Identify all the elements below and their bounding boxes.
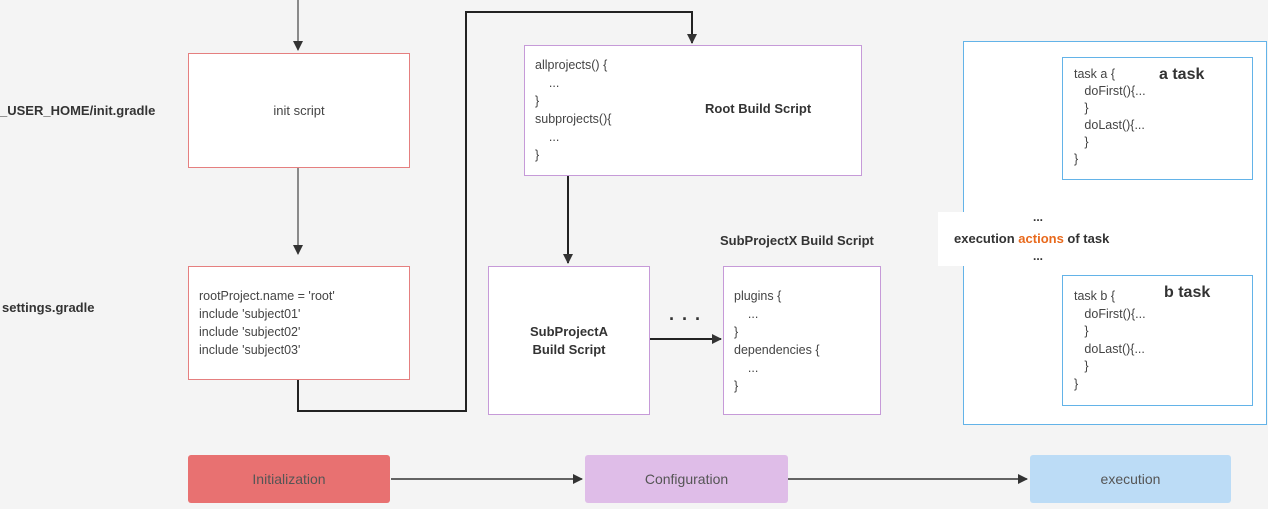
stage-initialization[interactable]: Initialization [188,455,390,503]
subprojectx-build-script-box[interactable]: plugins { ... } dependencies { ... } [723,266,881,415]
init-script-text: init script [273,103,325,118]
stage-execution-label: execution [1100,471,1161,487]
settings-gradle-label: settings.gradle [2,300,95,315]
settings-script-code: rootProject.name = 'root' include 'subje… [199,289,335,357]
arrow-settings-to-root [297,11,697,412]
root-build-script-box[interactable]: allprojects() { ... } subprojects(){ ...… [524,45,862,176]
subprojecta-build-script-box[interactable]: SubProjectA Build Script [488,266,650,415]
execution-prefix: execution [954,231,1019,246]
settings-script-box[interactable]: rootProject.name = 'root' include 'subje… [188,266,410,380]
dots-top: ... [1033,210,1044,224]
task-b-box[interactable]: task b { doFirst(){... } doLast(){... } … [1062,275,1253,406]
ellipsis-more-subprojects: · · · [669,309,702,329]
execution-actions-label: ... execution actions of task ... [938,210,1150,266]
root-build-code: allprojects() { ... } subprojects(){ ...… [535,58,612,162]
task-b-code: task b { doFirst(){... } doLast(){... } … [1074,289,1146,391]
stage-execution[interactable]: execution [1030,455,1231,503]
stage-configuration-label: Configuration [644,471,729,487]
task-a-code: task a { doFirst(){... } doLast(){... } … [1074,67,1146,166]
init-gradle-label: _USER_HOME/init.gradle [0,103,156,118]
root-build-title: Root Build Script [705,101,812,116]
execution-actions-text: execution actions of task [954,231,1109,246]
subprojecta-title: SubProjectA Build Script [529,323,608,357]
actions-highlight: actions [1018,231,1064,246]
task-a-box[interactable]: task a { doFirst(){... } doLast(){... } … [1062,57,1253,180]
stage-initialization-label: Initialization [252,471,326,487]
subprojectx-code: plugins { ... } dependencies { ... } [734,289,820,393]
task-a-title: a task [1159,66,1205,83]
init-script-box[interactable]: init script [188,53,410,168]
dots-bottom: ... [1033,249,1044,263]
stage-configuration[interactable]: Configuration [585,455,788,503]
subprojectx-title: SubProjectX Build Script [720,233,874,248]
execution-suffix: of task [1063,231,1110,246]
task-b-title: b task [1164,284,1211,301]
